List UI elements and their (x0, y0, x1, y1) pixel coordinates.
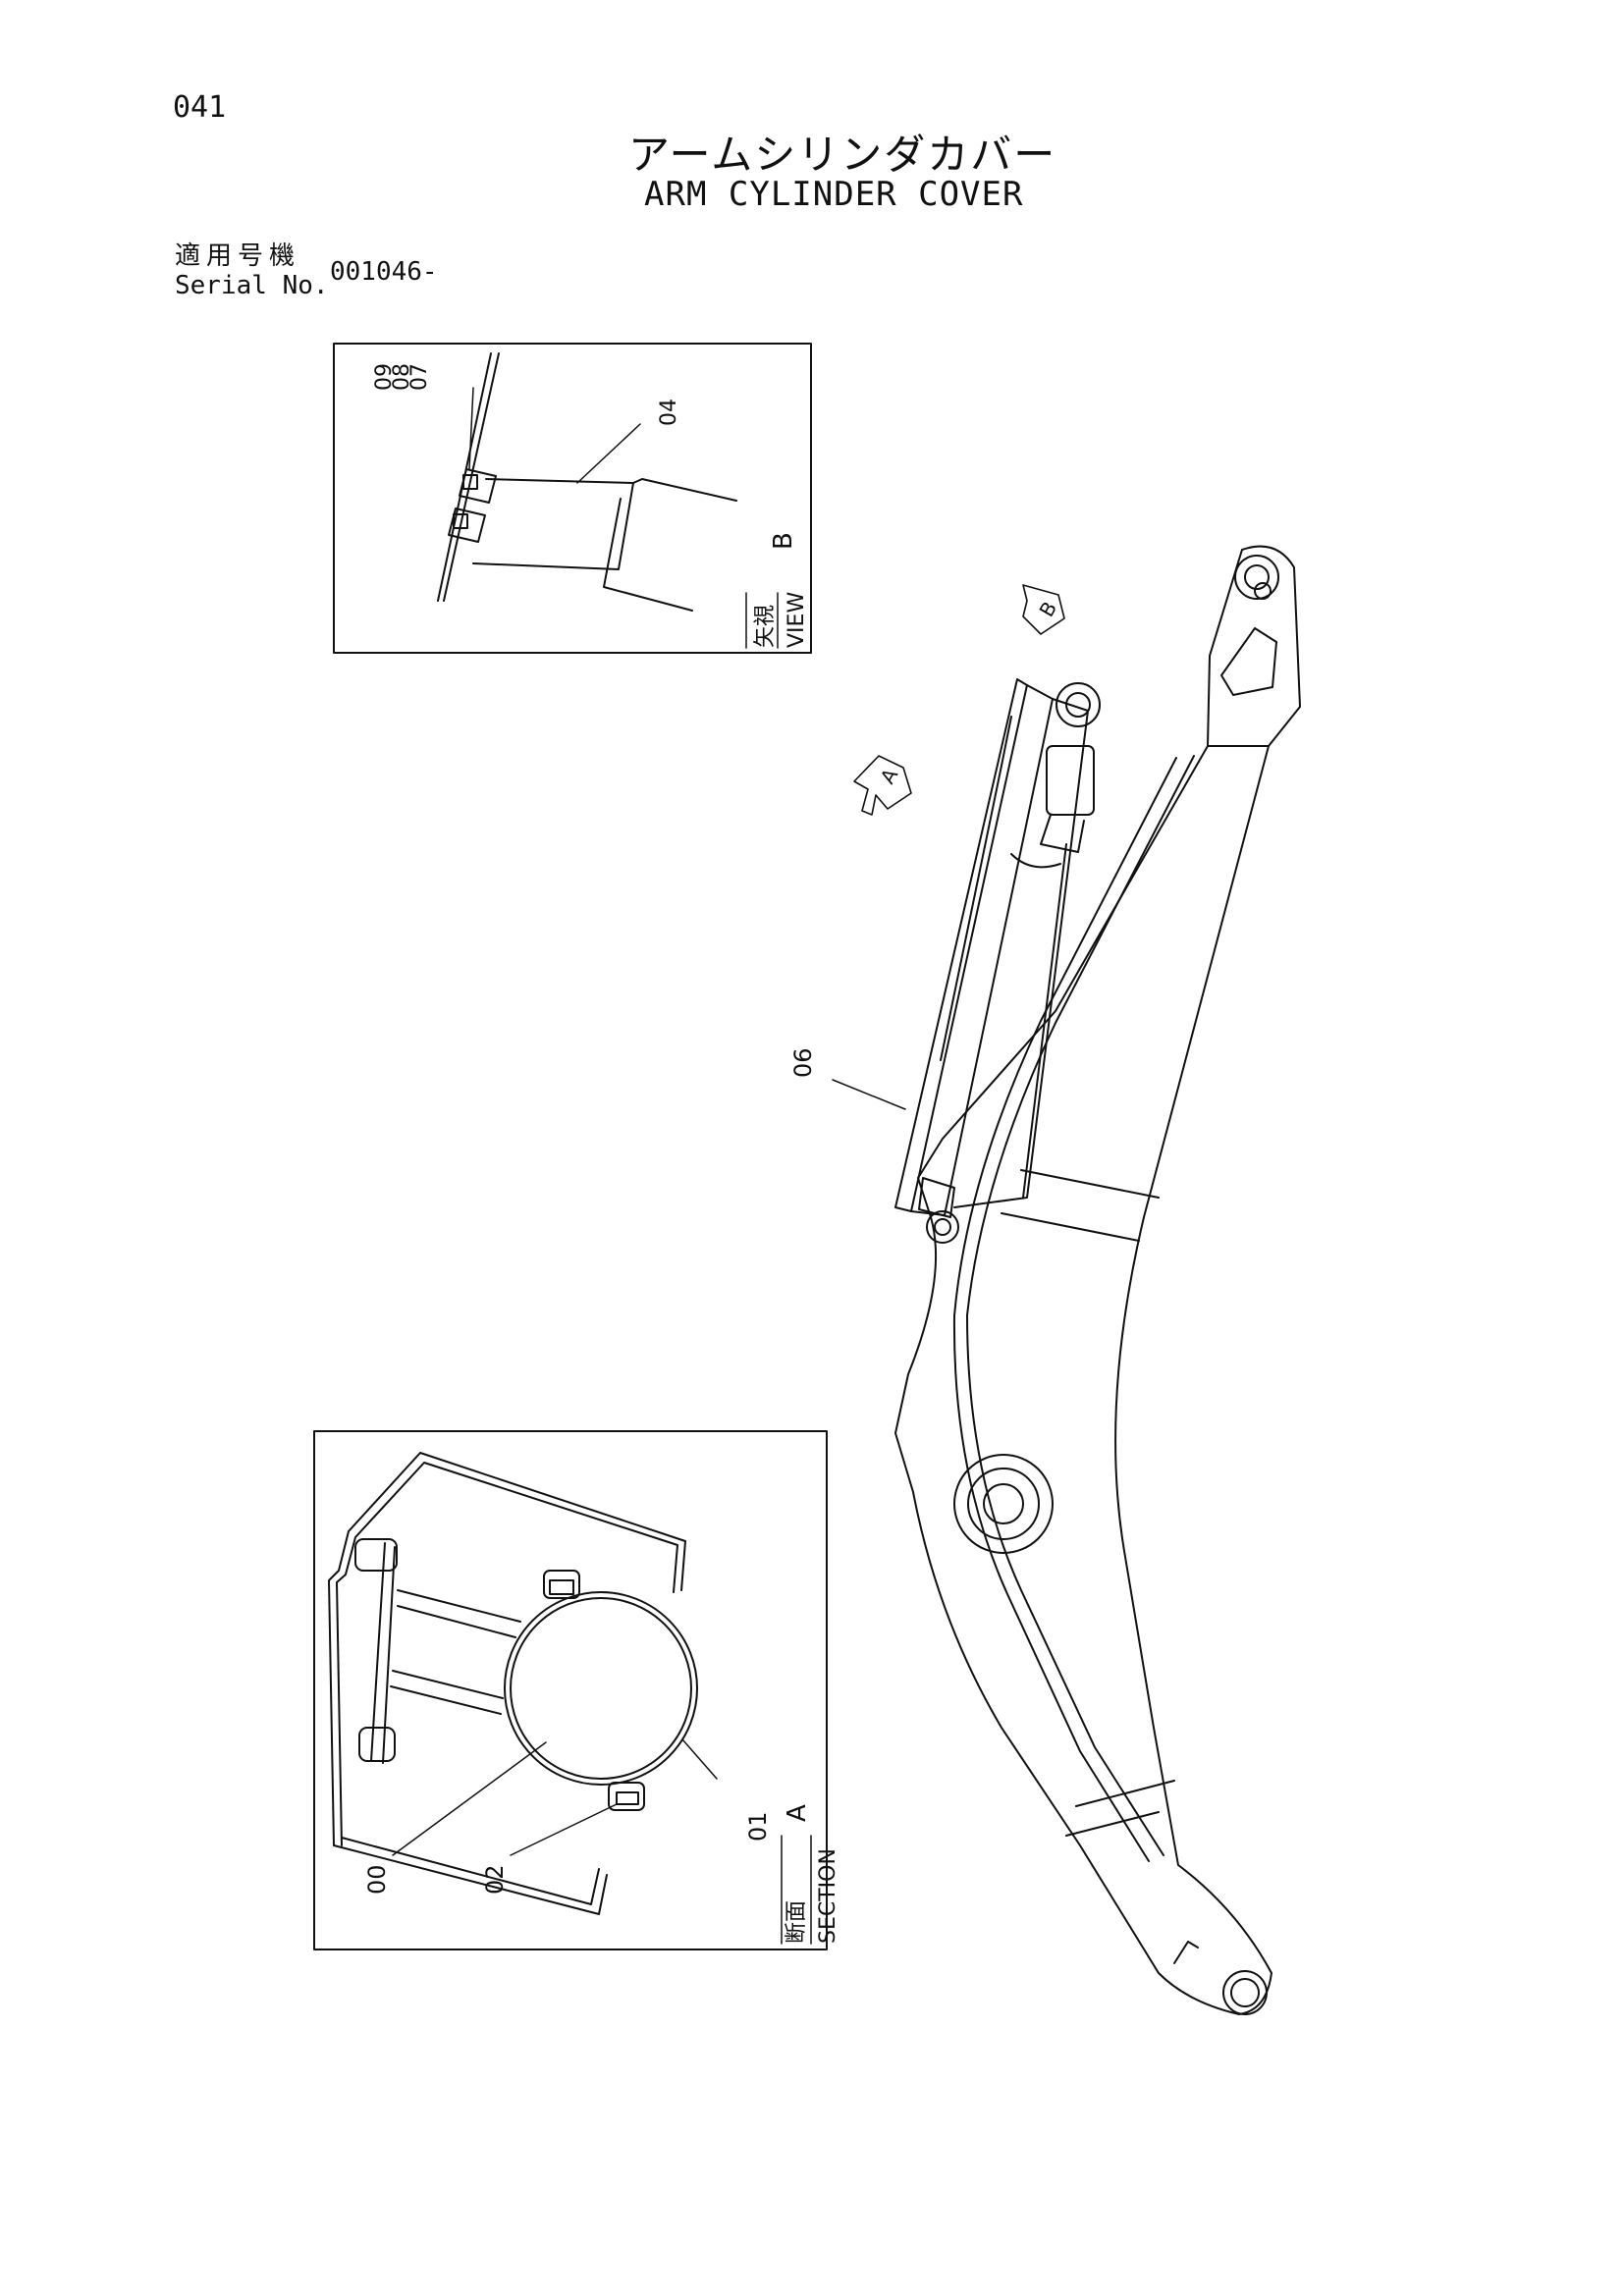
serial-label-japanese: 適用号機 (175, 241, 301, 271)
page-number: 041 (173, 90, 227, 125)
section-a-label-english: SECTION (816, 1848, 840, 1944)
serial-label-english: Serial No. (175, 271, 329, 300)
section-a-label-letter: A (783, 1804, 812, 1822)
page-title-japanese: アームシリンダカバー (628, 131, 1057, 179)
section-a-callout-00: 00 (363, 1864, 391, 1895)
main-callout-06: 06 (789, 1047, 817, 1078)
view-b-callout-04: 04 (657, 399, 681, 426)
serial-number-value: 001046- (330, 257, 438, 287)
section-a-callout-01: 01 (744, 1811, 772, 1842)
view-b-callout-07: 07 (407, 363, 432, 391)
page-title-english: ARM CYLINDER COVER (644, 175, 1024, 214)
view-b-label-english: VIEW (785, 592, 809, 648)
section-a-callout-02: 02 (481, 1864, 509, 1895)
arm-assembly (832, 545, 1301, 2015)
view-b-label-japanese: 矢視 (753, 605, 778, 648)
view-b-callout-08: 08 (390, 363, 414, 391)
arrow-a-letter: A (876, 764, 903, 787)
view-b-label-letter: B (769, 532, 798, 550)
view-b-inset (333, 343, 812, 654)
arrow-b-letter: B (1035, 598, 1062, 621)
view-b-callout-09: 09 (372, 363, 397, 391)
section-a-label-japanese: 断面 (785, 1900, 809, 1944)
section-a-inset (313, 1430, 828, 1950)
